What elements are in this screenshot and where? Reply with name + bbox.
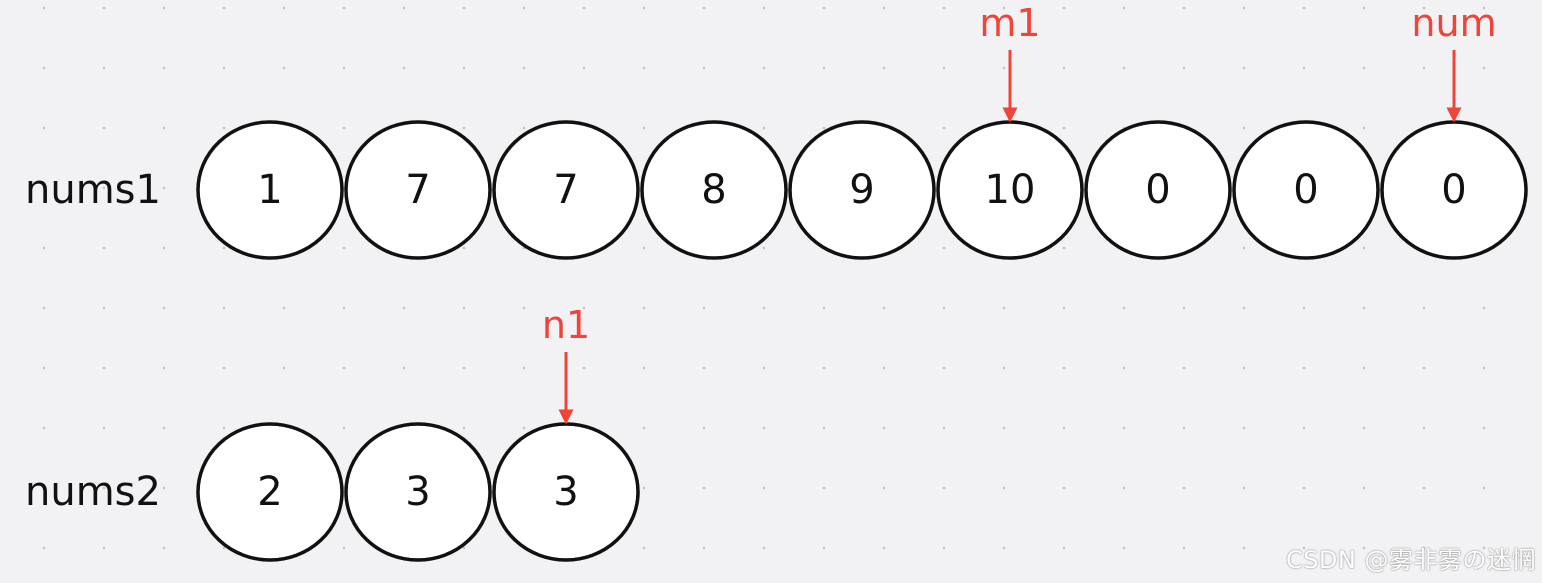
- array-node: 7: [492, 120, 640, 260]
- node-circle: [788, 120, 936, 260]
- array-node: 3: [344, 422, 492, 562]
- node-circle: [640, 120, 788, 260]
- node-value: 8: [701, 167, 726, 213]
- array-node: 9: [788, 120, 936, 260]
- pointer-m1: m1: [979, 1, 1041, 123]
- pointer-num: num: [1411, 1, 1497, 123]
- node-circle: [1084, 120, 1232, 260]
- pointer-n1: n1: [542, 303, 590, 425]
- node-value: 2: [257, 469, 282, 515]
- array-label-nums1: nums1: [25, 167, 161, 213]
- pointer-label: m1: [979, 1, 1040, 45]
- node-circle: [1232, 120, 1380, 260]
- node-value: 1: [257, 167, 282, 213]
- node-value: 0: [1293, 167, 1318, 213]
- csdn-watermark: CSDN @雾非雾の迷惘: [1285, 546, 1536, 574]
- node-value: 9: [849, 167, 874, 213]
- node-circle: [344, 422, 492, 562]
- node-circle: [196, 120, 344, 260]
- pointer-label: n1: [542, 303, 590, 347]
- array-node: 0: [1380, 120, 1528, 260]
- node-value: 3: [405, 469, 430, 515]
- array-node: 3: [492, 422, 640, 562]
- node-value: 7: [553, 167, 578, 213]
- pointer-label: num: [1411, 1, 1496, 45]
- node-value: 0: [1441, 167, 1466, 213]
- array-node: 1: [196, 120, 344, 260]
- array-label-nums2: nums2: [25, 469, 161, 515]
- array-node: 10: [936, 120, 1084, 260]
- node-value: 10: [985, 167, 1036, 213]
- node-value: 7: [405, 167, 430, 213]
- node-value: 3: [553, 469, 578, 515]
- node-circle: [196, 422, 344, 562]
- array-node: 0: [1084, 120, 1232, 260]
- node-circle: [492, 120, 640, 260]
- node-value: 0: [1145, 167, 1170, 213]
- array-node: 0: [1232, 120, 1380, 260]
- array-node: 2: [196, 422, 344, 562]
- node-circle: [344, 120, 492, 260]
- array-node: 7: [344, 120, 492, 260]
- array-node: 8: [640, 120, 788, 260]
